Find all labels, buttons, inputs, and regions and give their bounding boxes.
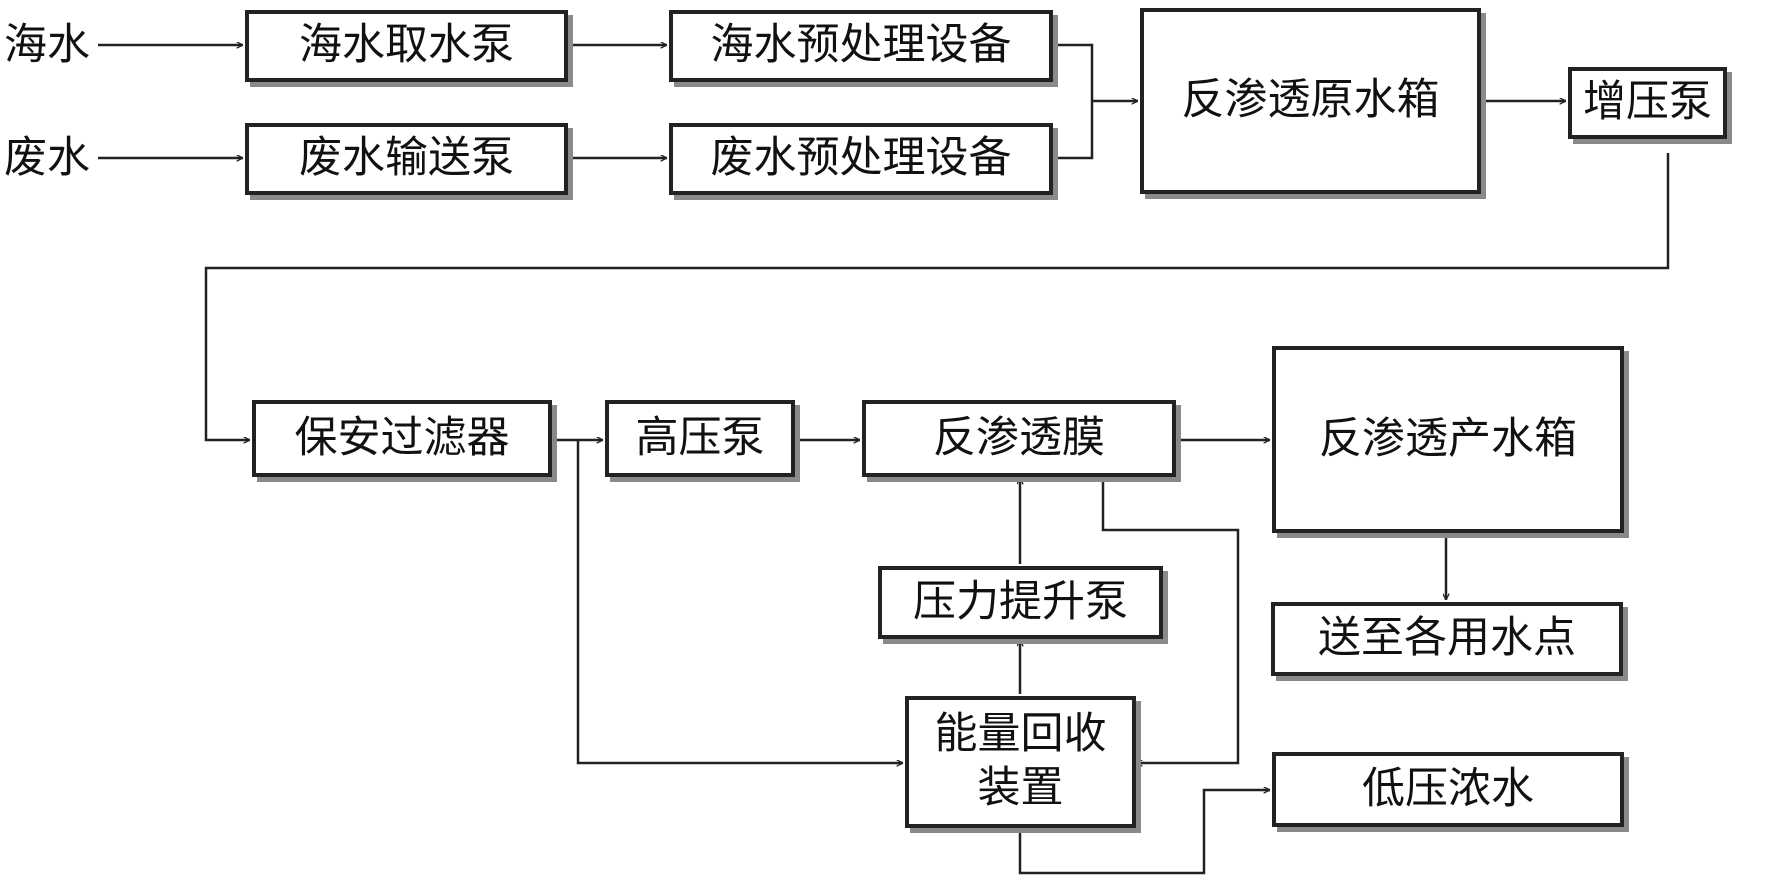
node-energy-recovery-device: 能量回收 装置 (905, 696, 1136, 828)
flow-membrane-brine-to-energy-recovery (1101, 474, 1240, 763)
node-seawater-intake-pump: 海水取水泵 (245, 10, 568, 82)
flow-filter-to-energy-recovery (576, 440, 903, 763)
node-wastewater-transfer-pump: 废水输送泵 (245, 123, 568, 195)
node-delivery-to-use-points: 送至各用水点 (1271, 602, 1623, 676)
node-pressure-lift-pump: 压力提升泵 (878, 566, 1163, 639)
node-wastewater-pretreatment: 废水预处理设备 (669, 123, 1053, 195)
node-seawater-pretreatment: 海水预处理设备 (669, 10, 1053, 82)
node-ro-membrane: 反渗透膜 (862, 400, 1176, 477)
energy-recovery-line1: 能量回收 (934, 709, 1107, 760)
node-high-pressure-pump: 高压泵 (605, 400, 795, 477)
node-low-pressure-brine: 低压浓水 (1272, 752, 1624, 827)
input-label-wastewater: 废水 (4, 133, 90, 183)
flow-pretreatment-merge (1053, 43, 1094, 160)
flow-booster-pump-to-security-filter (204, 153, 1670, 440)
input-label-seawater: 海水 (4, 20, 90, 70)
energy-recovery-line2: 装置 (977, 763, 1064, 813)
node-security-filter: 保安过滤器 (252, 400, 552, 477)
node-booster-pump: 增压泵 (1568, 67, 1727, 139)
node-ro-product-water-tank: 反渗透产水箱 (1272, 346, 1624, 533)
node-ro-raw-water-tank: 反渗透原水箱 (1140, 8, 1481, 194)
flow-energy-recovery-to-low-pressure-brine (1018, 790, 1270, 875)
